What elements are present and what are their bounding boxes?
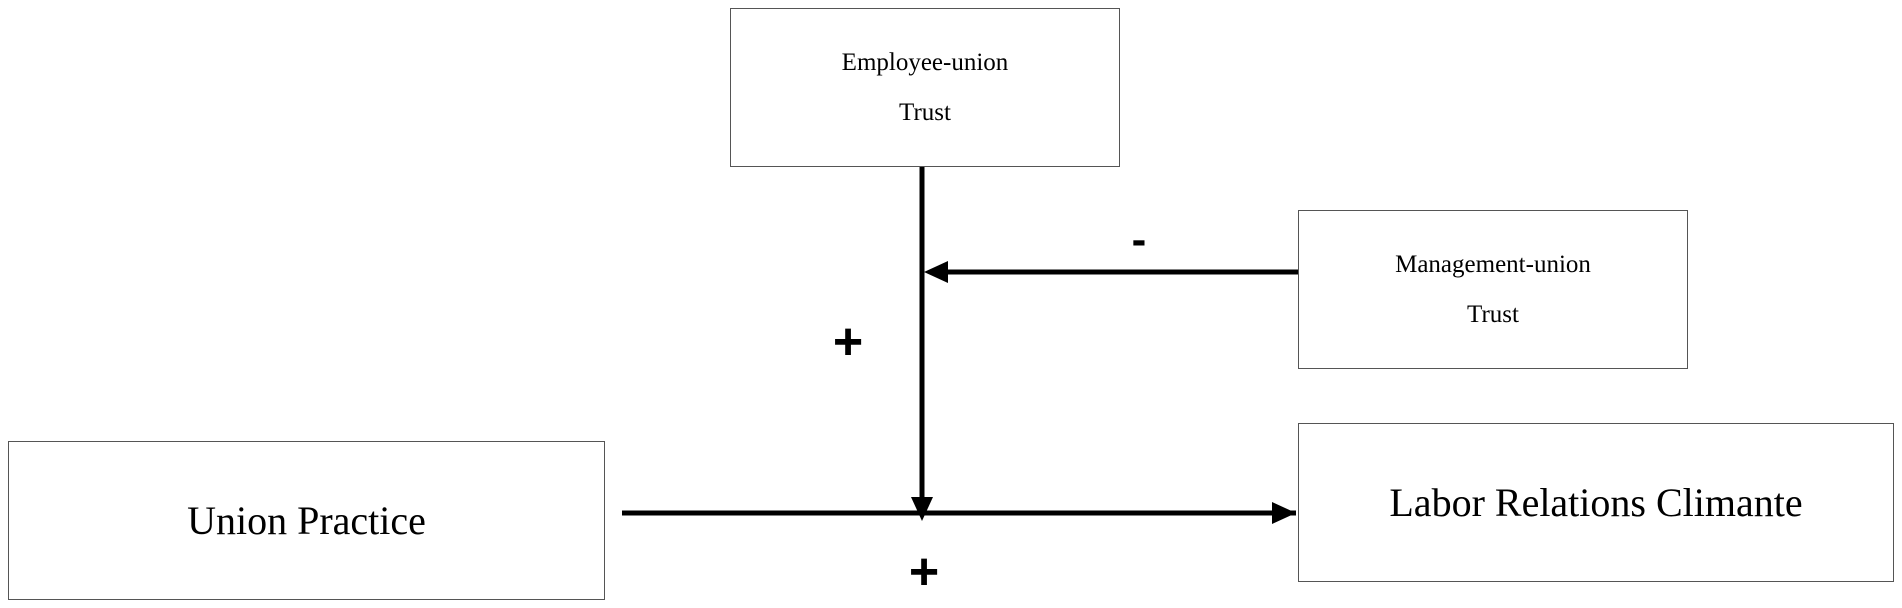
arrowhead-labor [1272, 502, 1296, 524]
employee-union-trust-box: Employee-union Trust [730, 8, 1120, 167]
management-union-trust-line-1: Management-union [1395, 250, 1591, 278]
employee-union-trust-line-2: Trust [899, 98, 951, 126]
negative-sign-management-path: - [1131, 215, 1147, 264]
positive-sign-employee-path: + [832, 313, 864, 371]
union-practice-label: Union Practice [187, 497, 426, 543]
management-union-trust-line-2: Trust [1467, 300, 1519, 328]
labor-relations-climate-label: Labor Relations Climante [1389, 479, 1803, 525]
arrowhead-path-junction [911, 497, 933, 521]
management-union-trust-box: Management-union Trust [1298, 210, 1688, 369]
arrowhead-management-path [924, 261, 948, 283]
labor-relations-climate-box: Labor Relations Climante [1298, 423, 1894, 582]
positive-sign-union-labor-path: + [908, 543, 940, 601]
employee-union-trust-line-1: Employee-union [841, 48, 1009, 76]
union-practice-box: Union Practice [8, 441, 605, 600]
